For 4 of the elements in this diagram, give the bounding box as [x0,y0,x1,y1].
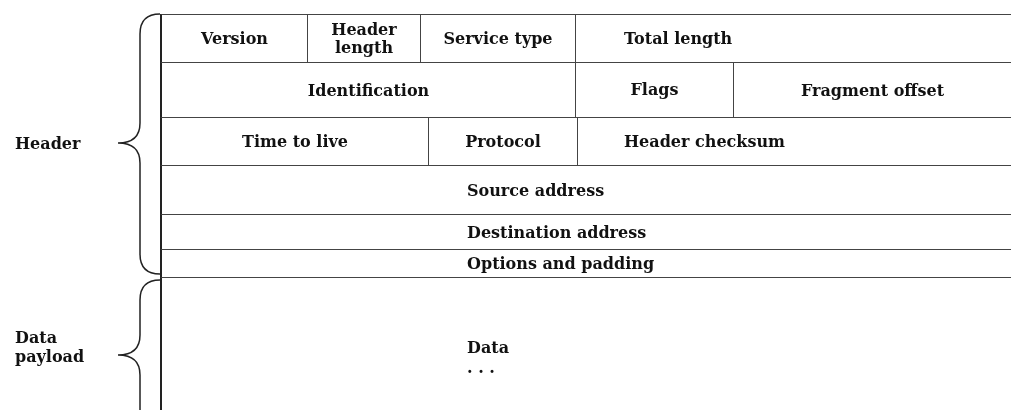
table-cell: Version [160,14,308,63]
ellipsis-text: . . . [467,358,496,377]
bracket-label: Data payload [15,328,86,366]
bracket-label: Header [15,134,82,153]
